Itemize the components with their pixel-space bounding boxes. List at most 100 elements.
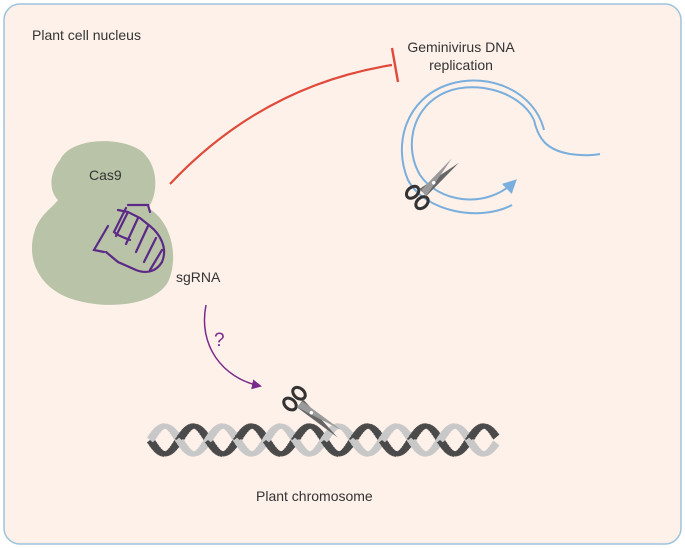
helix-segment <box>299 425 307 434</box>
helix-segment <box>297 444 306 453</box>
helix-segment <box>257 428 266 437</box>
helix-segment <box>415 425 423 434</box>
helix-segment <box>176 432 186 442</box>
helix-segment <box>169 444 177 453</box>
helix-segment <box>241 446 249 455</box>
helix-segment <box>385 445 393 454</box>
helix-segment <box>345 430 354 439</box>
helix-segment <box>340 424 347 432</box>
helix-segment <box>254 448 261 456</box>
helix-segment <box>484 423 490 431</box>
helix-segment <box>267 428 276 437</box>
helix-segment <box>398 424 405 432</box>
helix-segment <box>486 448 493 456</box>
helix-segment <box>457 446 465 455</box>
helix-segment <box>464 435 474 445</box>
helix-segment <box>350 432 360 442</box>
helix-segment <box>209 443 218 452</box>
nucleus-label: Plant cell nucleus <box>32 27 141 43</box>
helix-segment <box>443 426 451 435</box>
helix-segment <box>151 428 160 437</box>
helix-segment <box>297 427 306 436</box>
helix-segment <box>171 430 180 439</box>
helix-segment <box>211 445 219 454</box>
helix-segment <box>330 447 337 456</box>
helix-segment <box>194 423 200 431</box>
helix-segment <box>169 427 177 436</box>
helix-segment <box>312 448 319 456</box>
helix-segment <box>426 423 432 431</box>
helix-segment <box>315 443 324 452</box>
helix-segment <box>429 445 437 454</box>
helix-segment <box>320 437 330 446</box>
helix-segment <box>227 427 235 436</box>
helix-segment <box>151 443 160 452</box>
helix-segment <box>166 424 173 432</box>
helix-segment <box>181 427 190 436</box>
helix-segment <box>385 426 393 435</box>
helix-segment <box>415 446 423 455</box>
helix-segment <box>411 441 420 450</box>
helix-segment <box>403 441 412 450</box>
helix-segment <box>413 427 422 436</box>
helix-segment <box>327 445 335 454</box>
helix-segment <box>436 437 446 446</box>
helix-segment <box>315 428 324 437</box>
helix-segment <box>471 427 480 436</box>
helix-segment <box>323 440 332 449</box>
helix-segment <box>237 441 246 450</box>
helix-segment <box>239 444 248 453</box>
helix-segment <box>211 426 219 435</box>
helix-segment <box>237 430 246 439</box>
helix-segment <box>287 441 296 450</box>
helix-segment <box>241 425 249 434</box>
helix-segment <box>265 440 274 449</box>
helix-segment <box>239 427 248 436</box>
helix-segment <box>179 430 188 439</box>
helix-segment <box>285 427 293 436</box>
helix-segment <box>330 424 337 433</box>
helix-segment <box>441 428 450 437</box>
helix-segment <box>285 444 293 453</box>
helix-segment <box>214 424 221 433</box>
helix-segment <box>325 443 334 452</box>
helix-segment <box>209 428 218 437</box>
helix-segment <box>282 448 289 456</box>
helix-segment <box>353 430 362 439</box>
helix-segment <box>487 426 495 435</box>
helix-segment <box>225 446 233 455</box>
helix-segment <box>181 444 190 453</box>
helix-segment <box>406 435 416 445</box>
helix-segment <box>381 431 390 440</box>
helix-segment <box>325 428 334 437</box>
helix-segment <box>473 425 481 434</box>
helix-segment <box>156 424 163 433</box>
helix-segment <box>265 431 274 440</box>
helix-segment <box>399 446 407 455</box>
helix-segment <box>153 426 161 435</box>
helix-segment <box>431 443 440 452</box>
helix-segment <box>214 447 221 456</box>
helix-segment <box>466 432 476 442</box>
sgrna-label: sgRNA <box>176 269 221 285</box>
helix-segment <box>378 437 388 446</box>
helix-segment <box>267 443 276 452</box>
helix-segment <box>353 441 362 450</box>
helix-segment <box>234 438 244 448</box>
helix-segment <box>428 424 435 432</box>
helix-segment <box>207 440 216 449</box>
helix-segment <box>313 445 321 454</box>
helix-segment <box>179 441 188 450</box>
helix-segment <box>378 434 388 443</box>
helix-segment <box>204 434 214 443</box>
helix-segment <box>459 444 467 453</box>
helix-segment <box>459 427 467 436</box>
helix-segment <box>234 432 244 442</box>
helix-segment <box>272 424 279 433</box>
helix-segment <box>207 431 216 440</box>
helix-segment <box>398 448 405 456</box>
helix-segment <box>149 431 158 440</box>
helix-segment <box>323 431 332 440</box>
helix-segment <box>371 445 379 454</box>
